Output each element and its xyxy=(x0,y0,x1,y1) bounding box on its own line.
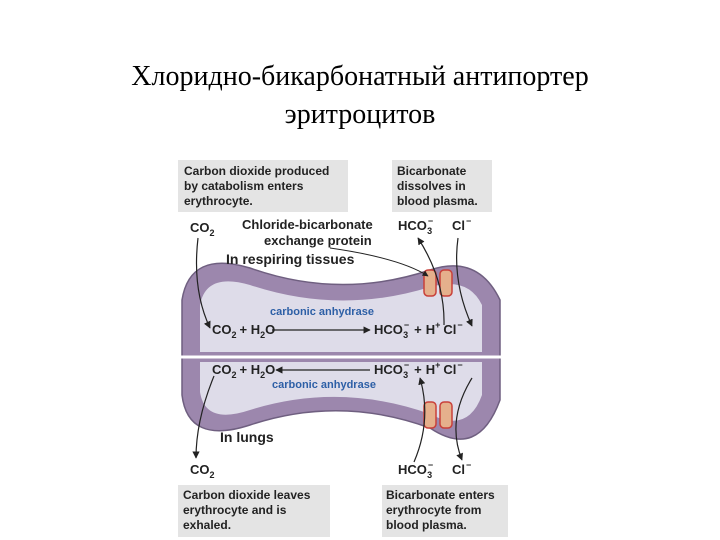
arrow-co2-into-cell xyxy=(195,237,211,329)
respiring-tissues-label: In respiring tissues xyxy=(226,251,355,267)
arrow-co2-out-cell xyxy=(192,375,215,459)
co2-outside-bottom: CO2 xyxy=(190,462,215,480)
lungs-label: In lungs xyxy=(220,429,274,445)
hco3-outside-bottom: HCO−3 xyxy=(398,460,433,480)
arrow-cl-out-bottom xyxy=(455,377,473,461)
reaction-lower-left: CO2+ H2O xyxy=(212,362,275,380)
title-line-2: эритроцитов xyxy=(284,99,436,130)
note-top-right: Bicarbonate dissolves in blood plasma. xyxy=(392,160,492,212)
enzyme-label-lower: carbonic anhydrase xyxy=(272,379,376,391)
arrow-cl-in-top xyxy=(456,237,473,327)
reaction-lower-right: HCO−3+H+Cl− xyxy=(374,360,463,380)
note-tl-line2: by catabolism enters xyxy=(184,179,304,193)
note-tr-line1: Bicarbonate xyxy=(397,164,467,178)
arrow-hco3-out-top xyxy=(417,237,445,326)
arrow-hco3-in-bottom xyxy=(413,377,426,463)
note-br-line2: erythrocyte from xyxy=(386,503,481,517)
transporter-bottom xyxy=(423,401,453,429)
note-tr-line3: blood plasma. xyxy=(397,194,478,208)
transporter-top xyxy=(423,269,453,297)
reaction-upper-left: CO2+ H2O xyxy=(212,322,275,340)
note-tl-line1: Carbon dioxide produced xyxy=(184,164,329,178)
enzyme-label-upper: carbonic anhydrase xyxy=(270,306,374,318)
cl-outside-bottom: Cl− xyxy=(452,460,471,477)
cl-outside-top: Cl− xyxy=(452,216,471,233)
note-bottom-right: Bicarbonate enters erythrocyte from bloo… xyxy=(382,485,508,537)
arrow-pointer-exchange-protein xyxy=(329,247,429,277)
cytoplasm-lower xyxy=(200,362,482,421)
note-bl-line2: erythrocyte and is xyxy=(183,503,287,517)
hco3-outside-top: HCO−3 xyxy=(398,216,433,236)
note-br-line1: Bicarbonate enters xyxy=(386,488,495,502)
exchange-protein-line2: exchange protein xyxy=(264,233,372,248)
cytoplasm-upper xyxy=(200,281,482,352)
note-tr-line2: dissolves in xyxy=(397,179,466,193)
note-bottom-left: Carbon dioxide leaves erythrocyte and is… xyxy=(178,485,330,537)
note-bl-line1: Carbon dioxide leaves xyxy=(183,488,311,502)
note-bl-line3: exhaled. xyxy=(183,518,231,532)
title-line-1: Хлоридно-бикарбонатный антипортер xyxy=(131,61,589,92)
slide-title: Хлоридно-бикарбонатный антипортер эритро… xyxy=(0,58,720,134)
co2-outside-top: CO2 xyxy=(190,220,215,238)
note-br-line3: blood plasma. xyxy=(386,518,467,532)
note-tl-line3: erythrocyte. xyxy=(184,194,253,208)
reaction-upper-right: HCO−3+H+Cl− xyxy=(374,320,463,340)
exchange-protein-line1: Chloride-bicarbonate xyxy=(242,217,373,232)
note-top-left: Carbon dioxide produced by catabolism en… xyxy=(178,160,348,212)
